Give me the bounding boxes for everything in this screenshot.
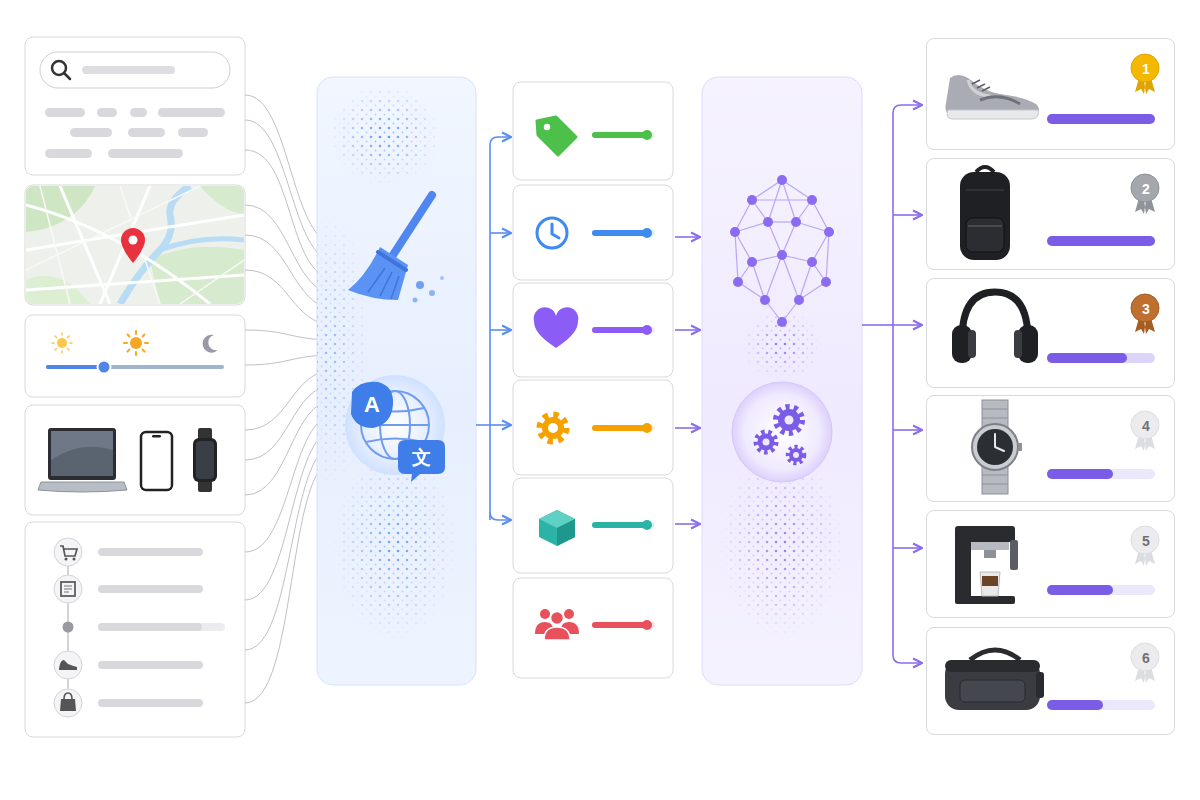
cleaning-broom-icon xyxy=(348,195,444,303)
ranked-product-card: 1 xyxy=(926,38,1175,150)
coffee-maker-image xyxy=(955,526,1018,604)
input-cards xyxy=(25,37,245,737)
rank-badges xyxy=(1131,54,1159,683)
duffel-bag-image xyxy=(945,650,1044,710)
neural-network-icon xyxy=(730,175,834,327)
latin-glyph: A xyxy=(364,394,380,416)
ranked-product-card: 4 xyxy=(926,395,1175,502)
wristwatch-image xyxy=(972,400,1022,494)
ranked-product-card: 5 xyxy=(926,510,1175,618)
activity-timeline xyxy=(54,538,225,717)
feature-cards xyxy=(513,82,673,678)
ranking-output-arrows xyxy=(862,105,922,663)
ranked-product-card: 2 xyxy=(926,158,1175,270)
cjk-glyph: 文 xyxy=(412,448,431,467)
gear-engine-icon xyxy=(732,382,832,482)
device-icons xyxy=(38,428,217,492)
model-input-arrows xyxy=(675,237,700,524)
ranking-model-panel xyxy=(702,77,862,685)
feature-branch-arrows xyxy=(476,137,511,520)
daytime-slider xyxy=(48,331,222,374)
backpack-image xyxy=(960,167,1010,260)
ranked-product-card: 6 xyxy=(926,627,1175,735)
rank-number: 5 xyxy=(1142,534,1150,548)
headphones-image xyxy=(952,292,1038,363)
rank-number: 2 xyxy=(1142,182,1150,196)
feature-weight-sliders xyxy=(592,130,655,630)
ranked-product-card: 3 xyxy=(926,278,1175,388)
sneaker-image xyxy=(946,75,1040,119)
rank-number: 1 xyxy=(1142,62,1150,76)
map-thumbnail xyxy=(26,186,244,304)
rank-number: 4 xyxy=(1142,419,1150,433)
translate-globe-icon xyxy=(345,375,445,482)
ranked-products xyxy=(926,38,1175,735)
rank-number: 6 xyxy=(1142,651,1150,665)
rank-number: 3 xyxy=(1142,302,1150,316)
preprocessing-panel xyxy=(317,77,476,685)
